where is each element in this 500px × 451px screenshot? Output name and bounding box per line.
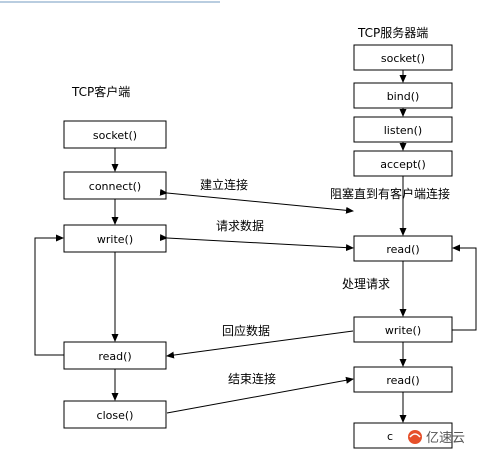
server-socket-box: socket() xyxy=(353,44,453,71)
svg-text:socket(): socket() xyxy=(381,52,425,65)
client-close-box: close() xyxy=(63,400,167,429)
client-write-box: write() xyxy=(63,224,167,253)
server-write-box: write() xyxy=(353,316,453,343)
server-title: TCP服务器端 xyxy=(357,25,428,40)
svg-text:write(): write() xyxy=(385,324,421,337)
establish-connection-label: 建立连接 xyxy=(200,177,248,192)
server-loop-arrow xyxy=(452,244,477,331)
svg-text:socket(): socket() xyxy=(93,129,137,142)
client-title: TCP客户端 xyxy=(71,84,130,99)
svg-text:read(): read() xyxy=(386,374,419,387)
server-close-box: c xyxy=(353,422,453,449)
watermark: 亿速云 xyxy=(408,430,465,446)
svg-text:listen(): listen() xyxy=(384,124,422,137)
watermark-text: 亿速云 xyxy=(426,431,465,446)
client-socket-box: socket() xyxy=(63,120,167,149)
block-until-client-label: 阻塞直到有客户端连接 xyxy=(330,186,450,201)
end-connection-label: 结束连接 xyxy=(228,371,276,386)
svg-text:read(): read() xyxy=(386,243,419,256)
server-listen-box: listen() xyxy=(353,116,453,143)
request-data-label: 请求数据 xyxy=(216,218,264,233)
svg-text:accept(): accept() xyxy=(380,158,425,171)
server-read-box-2: read() xyxy=(353,366,453,393)
svg-text:connect(): connect() xyxy=(89,180,141,193)
reply-data-label: 回应数据 xyxy=(222,323,270,338)
cloud-logo-icon xyxy=(408,430,422,444)
svg-text:close(): close() xyxy=(97,409,134,422)
server-accept-box: accept() xyxy=(353,150,453,177)
reply-data-arrow xyxy=(166,330,354,359)
request-data-arrow xyxy=(159,234,354,252)
server-read-box-1: read() xyxy=(353,235,453,262)
end-connection-arrow xyxy=(166,376,354,414)
client-read-box: read() xyxy=(63,341,167,370)
svg-text:read(): read() xyxy=(98,350,131,363)
svg-text:bind(): bind() xyxy=(387,90,420,103)
svg-text:c: c xyxy=(387,430,393,443)
client-connect-box: connect() xyxy=(63,171,167,200)
svg-text:write(): write() xyxy=(97,233,133,246)
establish-connection-arrow xyxy=(159,188,354,214)
server-bind-box: bind() xyxy=(353,82,453,109)
process-request-label: 处理请求 xyxy=(342,277,390,291)
client-loop-arrow xyxy=(34,234,64,356)
